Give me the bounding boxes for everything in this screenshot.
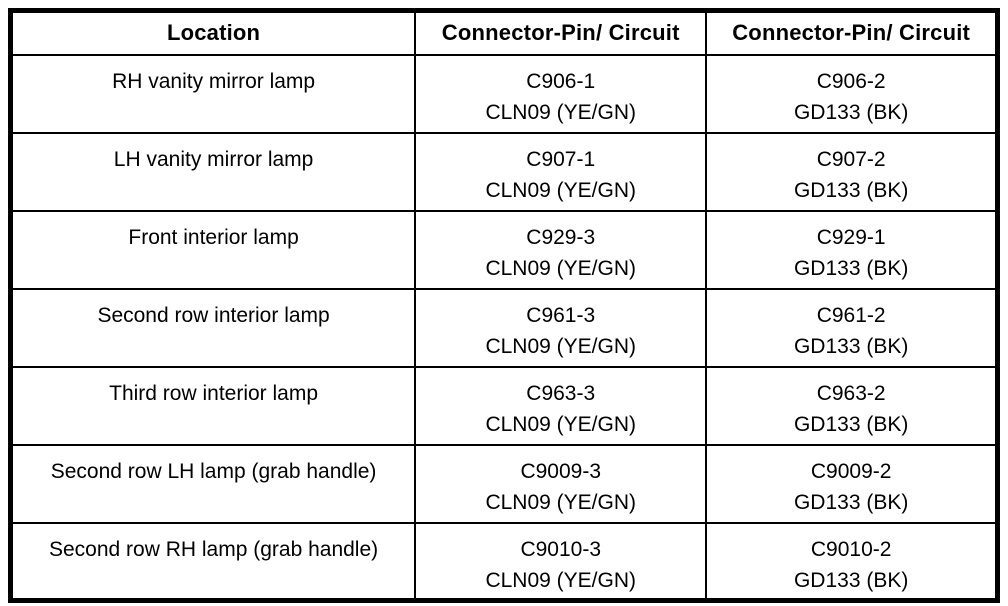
circuit-value: GD133 (BK): [793, 412, 909, 436]
connector-pin-value: C9010-3: [520, 537, 602, 561]
circuit-value: GD133 (BK): [793, 334, 909, 358]
circuit-value: GD133 (BK): [793, 178, 909, 202]
table-row: Second row RH lamp (grab handle) C9010-3…: [9, 521, 999, 602]
location-label: LH vanity mirror lamp: [113, 147, 314, 171]
circuit-value: CLN09 (YE/GN): [485, 334, 636, 358]
connector-pin-value: C9010-2: [810, 537, 892, 561]
column-header-connector-pin-2: Connector-Pin/ Circuit: [705, 9, 999, 56]
connector-pin-cell-1: C907-1 CLN09 (YE/GN): [414, 131, 708, 212]
location-cell: Front interior lamp: [9, 209, 417, 290]
circuit-value: CLN09 (YE/GN): [485, 256, 636, 280]
location-label: Second row RH lamp (grab handle): [48, 537, 379, 561]
location-cell: Second row RH lamp (grab handle): [9, 521, 417, 602]
connector-pin-value: C907-1: [526, 147, 596, 171]
connector-pin-value: C963-3: [526, 381, 596, 405]
connector-pin-cell-2: C907-2 GD133 (BK): [705, 131, 999, 212]
connector-pin-value: C9009-2: [810, 459, 892, 483]
connector-pin-cell-1: C963-3 CLN09 (YE/GN): [414, 365, 708, 446]
connector-pin-cell-1: C906-1 CLN09 (YE/GN): [414, 53, 708, 134]
connector-pin-value: C961-3: [526, 303, 596, 327]
table-row: Second row LH lamp (grab handle) C9009-3…: [9, 443, 999, 524]
circuit-value: GD133 (BK): [793, 100, 909, 124]
location-label: Second row LH lamp (grab handle): [50, 459, 377, 483]
table-row: RH vanity mirror lamp C906-1 CLN09 (YE/G…: [9, 53, 999, 134]
circuit-value: GD133 (BK): [793, 256, 909, 280]
connector-pin-cell-1: C9009-3 CLN09 (YE/GN): [414, 443, 708, 524]
connector-pin-value: C9009-3: [520, 459, 602, 483]
connector-pin-cell-1: C961-3 CLN09 (YE/GN): [414, 287, 708, 368]
connector-pin-cell-2: C9010-2 GD133 (BK): [705, 521, 999, 602]
connector-pin-value: C907-2: [816, 147, 886, 171]
circuit-value: CLN09 (YE/GN): [485, 412, 636, 436]
circuit-value: GD133 (BK): [793, 568, 909, 592]
connector-pin-value: C929-3: [526, 225, 596, 249]
connector-pin-value: C906-1: [526, 69, 596, 93]
column-header-location: Location: [9, 9, 417, 56]
connector-pin-value: C906-2: [816, 69, 886, 93]
location-label: RH vanity mirror lamp: [112, 69, 316, 93]
connector-pin-cell-2: C961-2 GD133 (BK): [705, 287, 999, 368]
connector-pin-cell-2: C963-2 GD133 (BK): [705, 365, 999, 446]
column-header-connector-pin-1: Connector-Pin/ Circuit: [414, 9, 708, 56]
location-cell: LH vanity mirror lamp: [9, 131, 417, 212]
table-row: LH vanity mirror lamp C907-1 CLN09 (YE/G…: [9, 131, 999, 212]
location-label: Second row interior lamp: [97, 303, 330, 327]
circuit-value: CLN09 (YE/GN): [485, 568, 636, 592]
location-label: Third row interior lamp: [109, 381, 319, 405]
table-header-row: Location Connector-Pin/ Circuit Connecto…: [9, 9, 999, 56]
location-cell: Third row interior lamp: [9, 365, 417, 446]
connector-pin-value: C963-2: [816, 381, 886, 405]
location-cell: Second row interior lamp: [9, 287, 417, 368]
connector-pin-cell-2: C9009-2 GD133 (BK): [705, 443, 999, 524]
location-cell: Second row LH lamp (grab handle): [9, 443, 417, 524]
connector-pin-cell-1: C9010-3 CLN09 (YE/GN): [414, 521, 708, 602]
circuit-value: CLN09 (YE/GN): [485, 490, 636, 514]
circuit-value: CLN09 (YE/GN): [485, 178, 636, 202]
connector-pin-cell-1: C929-3 CLN09 (YE/GN): [414, 209, 708, 290]
circuit-value: GD133 (BK): [793, 490, 909, 514]
connector-pin-value: C961-2: [816, 303, 886, 327]
table-body: RH vanity mirror lamp C906-1 CLN09 (YE/G…: [9, 53, 999, 602]
location-label: Front interior lamp: [128, 225, 299, 249]
location-cell: RH vanity mirror lamp: [9, 53, 417, 134]
circuit-value: CLN09 (YE/GN): [485, 100, 636, 124]
table-row: Second row interior lamp C961-3 CLN09 (Y…: [9, 287, 999, 368]
table-row: Third row interior lamp C963-3 CLN09 (YE…: [9, 365, 999, 446]
connector-pin-value: C929-1: [816, 225, 886, 249]
table-row: Front interior lamp C929-3 CLN09 (YE/GN)…: [9, 209, 999, 290]
connector-pin-cell-2: C929-1 GD133 (BK): [705, 209, 999, 290]
connector-pin-table: Location Connector-Pin/ Circuit Connecto…: [8, 8, 1000, 603]
connector-pin-cell-2: C906-2 GD133 (BK): [705, 53, 999, 134]
